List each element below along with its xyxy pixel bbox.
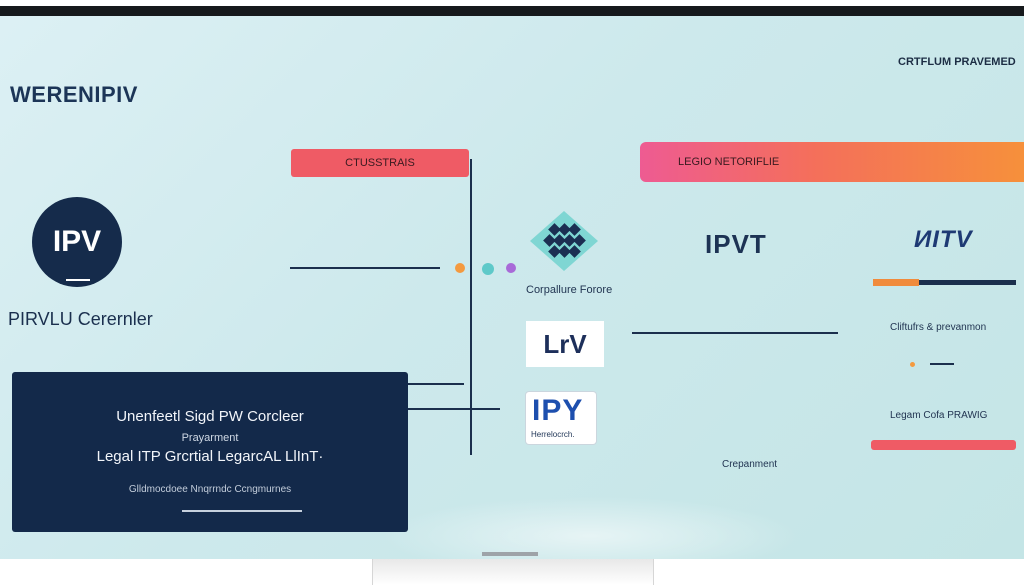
status-pill-red[interactable]: CTUSSTRAIS bbox=[291, 149, 469, 177]
tv-brand-badge bbox=[482, 552, 538, 556]
ipy-logo-subtext: Herrelocrch. bbox=[531, 430, 575, 439]
info-card-underline bbox=[182, 510, 302, 512]
progress-bar-orange bbox=[873, 279, 919, 286]
status-pill-red-label: CTUSSTRAIS bbox=[345, 157, 415, 169]
ipv-logo[interactable]: IPV bbox=[32, 197, 122, 287]
left-caption: PIRVLU Cerernler bbox=[8, 309, 153, 329]
info-card-subtitle: Prayarment bbox=[181, 432, 239, 444]
app-title: WERENIPIV bbox=[10, 82, 138, 107]
right-label-1: Cliftufrs & prevanmon bbox=[890, 322, 987, 333]
right-label-2: Legam Cofa PRAWIG bbox=[890, 410, 988, 421]
screen-glow bbox=[380, 496, 800, 559]
connector-h-2 bbox=[408, 383, 464, 385]
tv-frame: WERENIPIV CRTFLUM PRAVEMED IPV PIRVLU Ce… bbox=[0, 6, 1024, 559]
info-card-heading: Legal ITP Grcrtial LegarcAL LlInT· bbox=[96, 448, 324, 465]
logo-underline bbox=[66, 279, 90, 281]
dot-orange bbox=[455, 263, 465, 273]
ipvt-label: IPVT bbox=[705, 229, 767, 259]
info-card[interactable]: Unenfeetl Sigd PW Corcleer Prayarment Le… bbox=[12, 372, 408, 532]
connector-h-1 bbox=[290, 267, 440, 269]
tv-screen: WERENIPIV CRTFLUM PRAVEMED IPV PIRVLU Ce… bbox=[0, 16, 1024, 559]
ipv-logo-text: IPV bbox=[52, 225, 102, 258]
progress-bar-navy bbox=[919, 280, 1016, 285]
tv-stand bbox=[372, 559, 654, 585]
ipy-logo-tile[interactable]: IPY Herrelocrch. bbox=[526, 392, 596, 444]
connector-vertical bbox=[470, 159, 472, 455]
ipy-logo-text: IPY bbox=[532, 394, 584, 427]
lrv-logo-text: LrV bbox=[543, 328, 587, 359]
grid-logo-caption: Corpallure Forore bbox=[526, 284, 613, 296]
lrv-logo-tile[interactable]: LrV bbox=[526, 321, 604, 367]
info-card-footer: Glldmocdoee Nnqrrndc Ccngmurnes bbox=[128, 484, 292, 495]
red-bar-right bbox=[871, 440, 1016, 450]
small-dot-orange bbox=[910, 362, 915, 367]
diamond-grid-logo-icon[interactable] bbox=[530, 211, 598, 271]
bottom-mid-label: Crepanment bbox=[722, 459, 778, 470]
itv-logo[interactable]: ИITV bbox=[914, 226, 973, 253]
dot-purple bbox=[506, 263, 516, 273]
gradient-banner[interactable]: LEGIO NETORIFLIE bbox=[640, 142, 1024, 182]
small-line-navy bbox=[930, 363, 954, 365]
connector-h-4 bbox=[632, 332, 838, 334]
dot-teal bbox=[482, 263, 494, 275]
connector-h-3 bbox=[408, 408, 500, 410]
info-card-title: Unenfeetl Sigd PW Corcleer bbox=[116, 408, 304, 425]
top-right-label: CRTFLUM PRAVEMED bbox=[898, 56, 1016, 68]
gradient-banner-label: LEGIO NETORIFLIE bbox=[678, 156, 780, 168]
